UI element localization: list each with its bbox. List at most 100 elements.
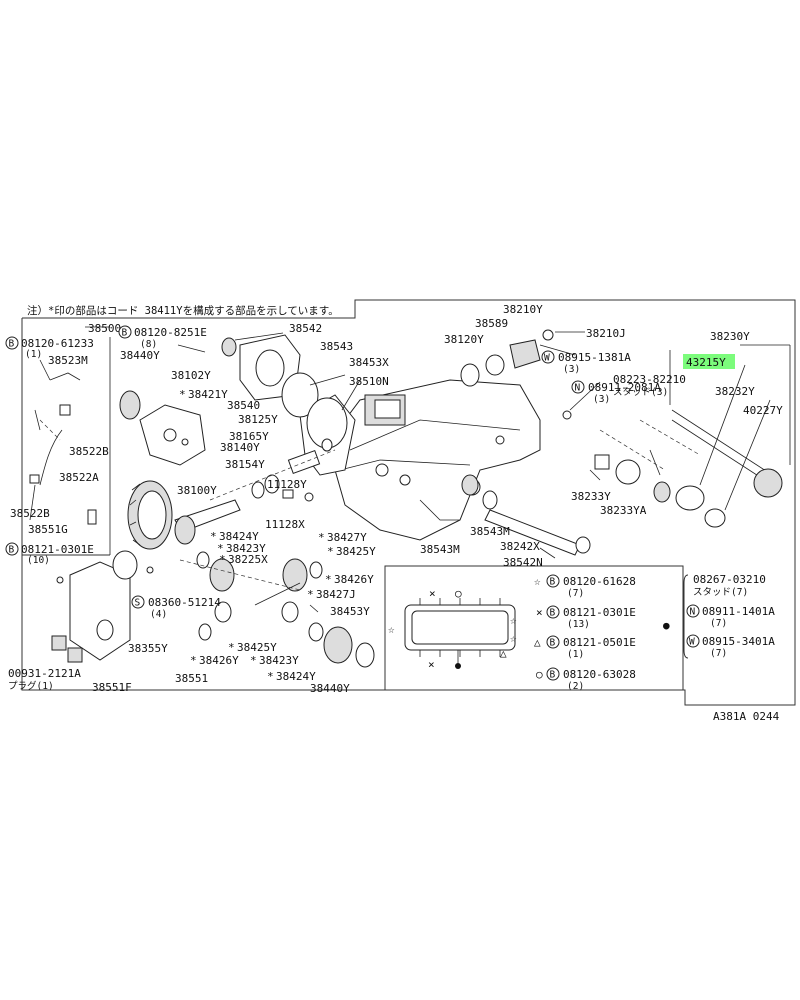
top-bearing-parts xyxy=(460,329,572,420)
label-38522b-bot: 38522B xyxy=(10,507,50,520)
bearing-38440y-top xyxy=(119,390,141,420)
circle-marker-1: ○ xyxy=(455,587,462,600)
note-text: 注）*印の部品はコード 38411Yを構成する部品を示しています。 xyxy=(27,304,339,317)
qty-7-a: (7) xyxy=(567,588,584,599)
label-38543m-a: 38543M xyxy=(470,525,510,538)
label-38225x-star: * xyxy=(219,553,226,566)
w-symbol-2 xyxy=(686,634,700,648)
b-symbol-4 xyxy=(546,574,560,588)
label-38355y: 38355Y xyxy=(128,642,168,655)
side-cover xyxy=(51,550,154,663)
n-symbol-1-text: N xyxy=(575,383,581,394)
label-38233y: 38233Y xyxy=(571,490,611,503)
label-08120-8251e: 08120-8251E xyxy=(134,326,207,339)
label-11128y: 11128Y xyxy=(267,478,307,491)
b-symbol-7-text: B xyxy=(550,670,556,681)
triangle-marker-1: △ xyxy=(500,647,507,660)
label-38426y-a-star: * xyxy=(325,573,332,586)
label-08911-1401a: 08911-1401A xyxy=(702,605,775,618)
label-plug: プラグ(1) xyxy=(8,680,54,692)
n-symbol-1 xyxy=(571,380,585,394)
label-38140y: 38140Y xyxy=(220,441,260,454)
star-marker-2: ☆ xyxy=(510,614,517,627)
label-38427y-star: * xyxy=(318,531,325,544)
label-38551f: 38551F xyxy=(92,681,132,694)
label-38421y-star: * xyxy=(179,388,186,401)
qty-2: (2) xyxy=(567,681,584,692)
lower-pipe-parts xyxy=(461,474,591,556)
label-38543m-b: 38543M xyxy=(420,543,460,556)
label-38100y: 38100Y xyxy=(177,484,217,497)
label-38423y-a-star: * xyxy=(217,542,224,555)
qty-1-b: (1) xyxy=(567,649,584,660)
label-38426y-b: 38426Y xyxy=(199,654,239,667)
ring-gear xyxy=(127,480,173,550)
label-38242x: 38242X xyxy=(500,540,540,553)
label-38232y: 38232Y xyxy=(715,385,755,398)
label-38425y-b: 38425Y xyxy=(237,641,277,654)
label-38424y-b-star: * xyxy=(267,670,274,683)
b-symbol-3-text: B xyxy=(9,545,15,556)
b-symbol-2 xyxy=(5,336,19,350)
label-08915-3401a: 08915-3401A xyxy=(702,635,775,648)
b-symbol-3 xyxy=(5,542,19,556)
drive-pinion xyxy=(174,499,241,545)
qty-7-c: (7) xyxy=(710,648,727,659)
label-38440y-bot: 38440Y xyxy=(310,682,350,695)
label-08120-63028: 08120-63028 xyxy=(563,668,636,681)
breather-pipe xyxy=(29,372,97,525)
axle-shaft-assembly xyxy=(594,409,783,528)
label-38423y-b: 38423Y xyxy=(259,654,299,667)
qty-13: (13) xyxy=(567,619,590,630)
label-38424y-a-star: * xyxy=(210,530,217,543)
label-38421y: 38421Y xyxy=(188,388,228,401)
star-marker-1: ☆ xyxy=(388,623,395,636)
cross-marker-1: × xyxy=(429,587,436,600)
b-symbol-5 xyxy=(546,605,560,619)
legend-triangle-symbol: △ xyxy=(534,636,541,649)
label-08120-61628: 08120-61628 xyxy=(563,575,636,588)
label-38425y-a-star: * xyxy=(327,545,334,558)
label-38225x: 38225X xyxy=(228,553,268,566)
label-stud-7: スタッド(7) xyxy=(693,587,748,598)
label-38424y-a: 38424Y xyxy=(219,530,259,543)
qty-8: (8) xyxy=(140,339,157,350)
s-symbol xyxy=(131,595,145,609)
label-08223-82210: 08223-82210 xyxy=(613,373,686,386)
label-38427j: 38427J xyxy=(316,588,356,601)
label-08911-2081a: 08911-2081A xyxy=(588,381,661,394)
label-38423y-a: 38423Y xyxy=(226,542,266,555)
label-38165y: 38165Y xyxy=(229,430,269,443)
label-08360-51214: 08360-51214 xyxy=(148,596,221,609)
s-symbol-text: S xyxy=(135,598,141,609)
label-38522b-top: 38522B xyxy=(69,445,109,458)
label-08121-0501e: 08121-0501E xyxy=(563,636,636,649)
label-40227y: 40227Y xyxy=(743,404,783,417)
label-08267-03210: 08267-03210 xyxy=(693,573,766,586)
b-symbol-7 xyxy=(546,667,560,681)
differential-case xyxy=(139,404,206,466)
label-38154y: 38154Y xyxy=(225,458,265,471)
label-38440y-top: 38440Y xyxy=(120,349,160,362)
w-symbol-2-text: W xyxy=(689,637,695,648)
differential-housing xyxy=(329,379,541,541)
label-38522a: 38522A xyxy=(59,471,99,484)
legend-circle-symbol: ○ xyxy=(536,668,543,681)
side-gears xyxy=(196,551,375,668)
label-38500: 38500 xyxy=(88,322,121,335)
label-38523m: 38523M xyxy=(48,354,88,367)
label-38427j-star: * xyxy=(307,588,314,601)
legend-cross-symbol: × xyxy=(536,606,543,619)
label-38542: 38542 xyxy=(289,322,322,335)
dashed-guides xyxy=(39,419,701,591)
b-symbol-4-text: B xyxy=(550,577,556,588)
frames xyxy=(21,299,796,706)
b-symbol-6-text: B xyxy=(550,638,556,649)
label-38425y-a: 38425Y xyxy=(336,545,376,558)
b-symbol-6 xyxy=(546,635,560,649)
label-38542n: 38542N xyxy=(503,556,543,569)
highlight-43215y xyxy=(683,354,735,369)
b-symbol-1-text: B xyxy=(122,328,128,339)
label-00931-2121a: 00931-2121A xyxy=(8,667,81,680)
